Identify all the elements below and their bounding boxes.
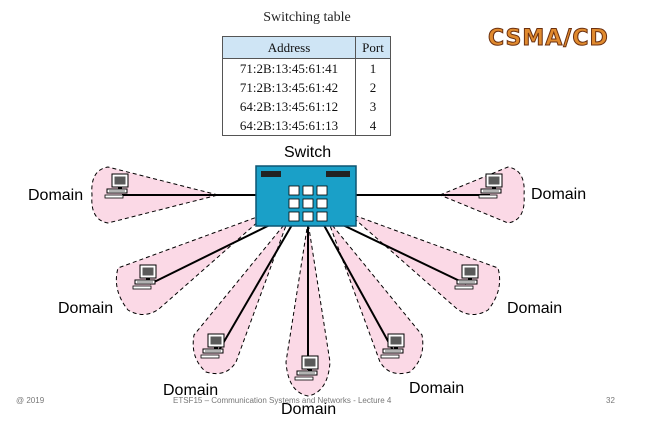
footer-page-number: 32 — [606, 396, 615, 405]
table-row: 64:2B:13:45:61:13 4 — [222, 116, 391, 136]
switching-table: Address Port 71:2B:13:45:61:41 1 71:2B:1… — [222, 36, 391, 136]
domain-label-bottom-left-outer: Domain — [58, 300, 114, 317]
port-cell: 2 — [355, 78, 391, 97]
domain-label-bottom-center: Domain — [281, 401, 337, 418]
domain-label-bottom-right-outer: Domain — [507, 300, 563, 317]
column-header-port: Port — [355, 36, 391, 59]
domain-label-bottom-left-inner: Domain — [163, 382, 219, 399]
table-row: 71:2B:13:45:61:42 2 — [222, 78, 391, 97]
column-header-address: Address — [222, 36, 356, 59]
address-cell: 71:2B:13:45:61:42 — [222, 78, 356, 97]
port-cell: 1 — [355, 58, 391, 78]
port-cell: 3 — [355, 97, 391, 116]
domain-label-left: Domain — [28, 187, 84, 204]
slide-title: CSMA/CD — [488, 26, 609, 52]
switch-label: Switch — [284, 144, 332, 161]
footer-year: @ 2019 — [16, 396, 45, 405]
address-cell: 71:2B:13:45:61:41 — [222, 58, 356, 78]
switch — [255, 165, 357, 227]
table-caption: Switching table — [263, 10, 351, 25]
domain-label-right: Domain — [531, 186, 587, 203]
table-row: 64:2B:13:45:61:12 3 — [222, 97, 391, 116]
address-cell: 64:2B:13:45:61:13 — [222, 116, 356, 136]
table-row: 71:2B:13:45:61:41 1 — [222, 58, 391, 78]
footer-course: ETSF15 – Communication Systems and Netwo… — [173, 396, 392, 405]
domain-label-bottom-right-inner: Domain — [409, 380, 465, 397]
address-cell: 64:2B:13:45:61:12 — [222, 97, 356, 116]
port-cell: 4 — [355, 116, 391, 136]
